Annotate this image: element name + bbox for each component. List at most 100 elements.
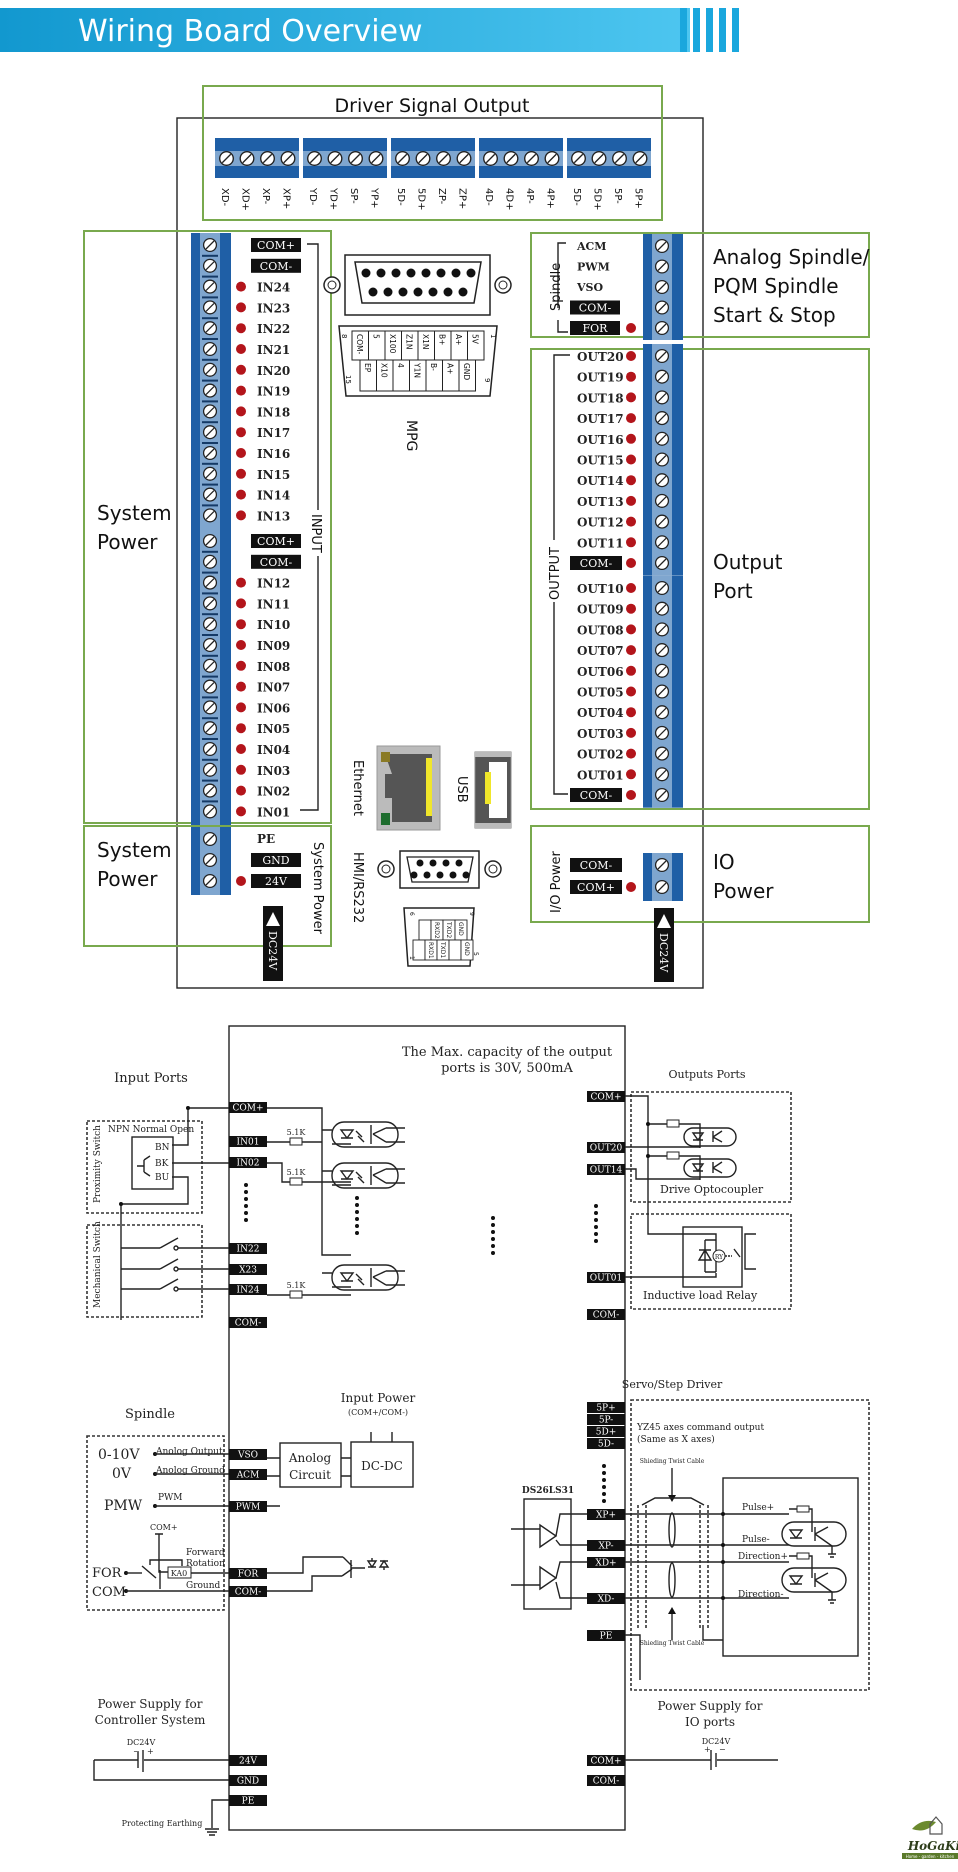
terminal-screw-icon[interactable] <box>654 879 670 895</box>
input-bracket-label: INPUT <box>308 514 323 553</box>
terminal-screw-icon[interactable] <box>456 151 472 166</box>
terminal-screw-icon[interactable] <box>654 390 670 405</box>
terminal-screw-icon[interactable] <box>654 684 670 699</box>
terminal-screw-icon[interactable] <box>654 348 670 364</box>
terminal-screw-icon[interactable] <box>202 852 218 868</box>
terminal-screw-icon[interactable] <box>415 151 431 166</box>
led-indicator-icon <box>236 406 246 417</box>
terminal-screw-icon[interactable] <box>202 487 218 502</box>
terminal-screw-icon[interactable] <box>202 831 218 847</box>
terminal-screw-icon[interactable] <box>654 473 670 488</box>
terminal-screw-icon[interactable] <box>202 362 218 377</box>
terminal-screw-icon[interactable] <box>202 637 218 653</box>
terminal-screw-icon[interactable] <box>654 767 670 782</box>
terminal-screw-icon[interactable] <box>280 151 296 166</box>
terminal-screw-icon[interactable] <box>202 445 218 461</box>
terminal-screw-icon[interactable] <box>591 151 607 166</box>
terminal-screw-icon[interactable] <box>202 658 218 673</box>
terminal-screw-icon[interactable] <box>612 151 627 166</box>
ellipsis-dot <box>602 1464 606 1468</box>
terminal-screw-icon[interactable] <box>654 279 670 295</box>
terminal-screw-icon[interactable] <box>327 151 343 166</box>
terminal-screw-icon[interactable] <box>654 259 670 274</box>
terminal-screw-icon[interactable] <box>202 679 218 694</box>
terminal-screw-icon[interactable] <box>202 383 218 398</box>
terminal-screw-icon[interactable] <box>202 721 218 736</box>
terminal-screw-icon[interactable] <box>202 741 218 757</box>
usb-port[interactable] <box>474 751 512 829</box>
terminal-screw-icon[interactable] <box>544 151 560 166</box>
terminal-screw-icon[interactable] <box>654 452 670 467</box>
terminal-screw-icon[interactable] <box>202 404 218 419</box>
driver-pin-label: 4P- <box>524 188 535 204</box>
terminal-screw-icon[interactable] <box>202 258 218 273</box>
terminal-screw-icon[interactable] <box>654 493 670 508</box>
terminal-screw-icon[interactable] <box>260 151 275 166</box>
terminal-screw-icon[interactable] <box>202 617 218 632</box>
driver-pin-label: SP- <box>348 188 359 204</box>
terminal-screw-icon[interactable] <box>307 151 322 166</box>
terminal-screw-icon[interactable] <box>202 700 218 715</box>
terminal-screw-icon[interactable] <box>654 746 670 761</box>
terminal-screw-icon[interactable] <box>654 369 670 384</box>
terminal-screw-icon[interactable] <box>202 300 218 315</box>
terminal-screw-icon[interactable] <box>654 555 670 571</box>
terminal-screw-icon[interactable] <box>202 425 218 440</box>
terminal-screw-icon[interactable] <box>202 533 218 549</box>
svg-text:24V: 24V <box>239 1757 257 1767</box>
terminal-screw-icon[interactable] <box>632 151 648 166</box>
terminal-screw-icon[interactable] <box>654 643 670 658</box>
terminal-screw-icon[interactable] <box>654 580 670 596</box>
terminal-screw-icon[interactable] <box>202 804 218 819</box>
terminal-screw-icon[interactable] <box>654 725 670 740</box>
terminal-screw-icon[interactable] <box>202 341 218 357</box>
terminal-screw-icon[interactable] <box>202 575 218 590</box>
terminal-screw-icon[interactable] <box>219 151 234 166</box>
terminal-screw-icon[interactable] <box>654 320 670 336</box>
terminal-screw-icon[interactable] <box>654 705 670 720</box>
terminal-screw-icon[interactable] <box>395 151 410 166</box>
svg-text:IN01: IN01 <box>237 1138 260 1148</box>
terminal-screw-icon[interactable] <box>202 762 218 777</box>
terminal-screw-icon[interactable] <box>239 151 255 166</box>
terminal-screw-icon[interactable] <box>654 601 670 616</box>
terminal-screw-icon[interactable] <box>654 787 670 803</box>
terminal-screw-icon[interactable] <box>202 321 218 336</box>
terminal-screw-icon[interactable] <box>202 466 218 481</box>
dc24v-label: DC24V <box>266 931 279 971</box>
terminal-screw-icon[interactable] <box>524 151 539 166</box>
terminal-screw-icon[interactable] <box>503 151 519 166</box>
terminal-screw-icon[interactable] <box>202 554 218 569</box>
ellipsis-dot <box>491 1223 495 1227</box>
terminal-screw-icon[interactable] <box>654 535 670 550</box>
terminal-screw-icon[interactable] <box>202 237 218 253</box>
terminal-screw-icon[interactable] <box>436 151 451 166</box>
terminal-screw-icon[interactable] <box>571 151 586 166</box>
terminal-screw-icon[interactable] <box>202 596 218 611</box>
terminal-screw-icon[interactable] <box>654 238 670 254</box>
mechanical-switch-label: Mechanical Switch <box>93 1221 103 1308</box>
terminal-screw-icon[interactable] <box>202 873 218 889</box>
terminal-screw-icon[interactable] <box>348 151 363 166</box>
cable-label-top: Shieding Twist Cable <box>640 1458 705 1465</box>
terminal-screw-icon[interactable] <box>483 151 498 166</box>
terminal-screw-icon[interactable] <box>654 857 670 873</box>
spindle-terminal-vso: VSO <box>229 1449 267 1461</box>
terminal-screw-icon[interactable] <box>654 300 670 315</box>
terminal-screw-icon[interactable] <box>654 663 670 678</box>
terminal-screw-icon[interactable] <box>202 508 218 523</box>
power-controller-title-line2: Controller System <box>95 1713 206 1727</box>
output-label: OUT03 <box>577 727 624 741</box>
terminal-screw-icon[interactable] <box>368 151 384 166</box>
mpg-pin-label: COM- <box>355 334 364 355</box>
terminal-screw-icon[interactable] <box>202 783 218 798</box>
terminal-screw-icon[interactable] <box>654 622 670 637</box>
terminal-screw-icon[interactable] <box>202 279 218 294</box>
terminal-screw-icon[interactable] <box>654 514 670 529</box>
terminal-screw-icon[interactable] <box>654 431 670 446</box>
pin-number: 9 <box>468 912 475 916</box>
terminal-screw-icon[interactable] <box>654 411 670 426</box>
ethernet-port[interactable] <box>376 745 441 831</box>
